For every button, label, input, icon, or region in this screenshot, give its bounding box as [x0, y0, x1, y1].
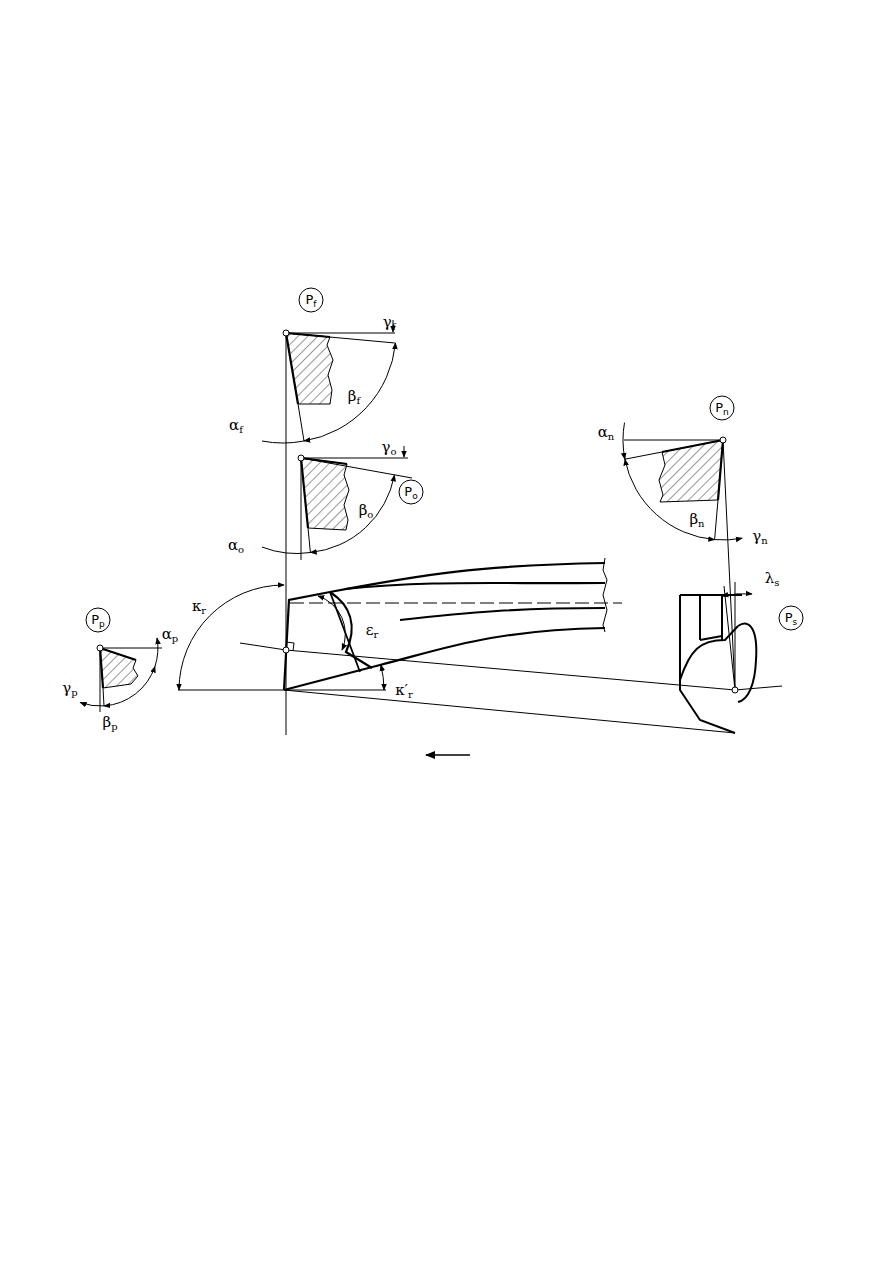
flank-line — [298, 404, 304, 441]
angle-symbol: αf — [229, 417, 243, 433]
angle-symbol: αn — [598, 424, 615, 440]
angle-symbol: βn — [689, 511, 704, 527]
section-po — [301, 458, 349, 530]
point-mark — [298, 455, 304, 461]
angle-symbol: γf — [383, 314, 396, 330]
plane-circle: Ps — [778, 605, 804, 631]
angle-symbol: βo — [359, 502, 374, 518]
section-pp — [100, 648, 138, 688]
point-mark — [720, 437, 726, 443]
rake-line — [625, 452, 662, 459]
plane-circle: Pf — [298, 287, 324, 313]
angle-symbol: βp — [102, 714, 117, 730]
shank-axis — [290, 603, 622, 604]
break-line — [603, 558, 607, 632]
plane-label: Pp — [91, 613, 105, 627]
angle-symbol: αp — [162, 626, 179, 642]
plane-label: Po — [404, 485, 417, 499]
point-mark — [732, 687, 738, 693]
chip-breaker — [330, 592, 360, 672]
section-pn — [659, 440, 723, 502]
angle-symbol: γo — [382, 439, 397, 455]
projection-line — [240, 643, 286, 650]
construction-lines — [80, 320, 782, 735]
tool-end-view — [680, 595, 756, 733]
point-mark — [283, 647, 289, 653]
angle-arc — [155, 638, 158, 666]
reference-line — [178, 690, 284, 691]
flank-line — [715, 500, 718, 540]
angle-symbol: γn — [752, 528, 767, 544]
angle-arc — [623, 423, 625, 460]
circle-border — [779, 606, 803, 630]
reference-line — [301, 458, 302, 560]
angle-arc — [262, 547, 310, 554]
tool-outline — [284, 628, 605, 690]
section-edges — [662, 440, 723, 500]
angle-arc — [381, 665, 384, 690]
tool-outline — [680, 595, 742, 733]
plane-label: Pf — [305, 293, 316, 307]
tool-outline — [700, 595, 722, 640]
angle-symbol: αo — [228, 537, 244, 553]
angle-arc — [262, 441, 304, 443]
angle-arc — [179, 585, 284, 690]
angle-arc — [715, 538, 743, 540]
angle-symbol: κ′r — [395, 682, 413, 698]
section-pf — [286, 333, 333, 404]
flank-line — [103, 688, 104, 706]
angle-arc — [80, 703, 104, 707]
plane-circle: Pp — [85, 607, 111, 633]
tool-plan-view — [284, 558, 607, 690]
reference-line — [624, 440, 723, 441]
angle-symbol: κr — [192, 598, 206, 614]
circle-border — [299, 288, 323, 312]
angle-symbol: γp — [62, 680, 77, 696]
plane-circle: Po — [398, 479, 424, 505]
plane-label: Pn — [715, 401, 729, 415]
angle-arrow — [404, 446, 405, 457]
angle-symbol: βf — [348, 388, 360, 404]
projection-line — [735, 686, 782, 690]
section-edges — [301, 458, 347, 528]
point-mark — [283, 330, 289, 336]
section-edges — [286, 333, 330, 404]
reference-line — [301, 458, 408, 459]
circle-border — [86, 608, 110, 632]
projection-line — [284, 690, 735, 733]
flank-line — [308, 528, 310, 553]
tool-outline — [284, 563, 605, 690]
rake-boundary — [345, 583, 605, 589]
plane-circle: Pn — [709, 395, 735, 421]
circle-border — [399, 480, 423, 504]
reference-line — [723, 440, 735, 690]
tool-outline — [680, 626, 738, 680]
reference-line — [284, 690, 386, 691]
plane-label: Ps — [785, 611, 798, 625]
chip-breaker — [738, 624, 756, 702]
angle-symbol: λs — [765, 570, 780, 586]
tool-sections — [100, 333, 723, 688]
feed-arrow — [426, 754, 470, 756]
rake-boundary — [400, 608, 605, 620]
reference-line — [286, 333, 395, 334]
reference-line — [735, 582, 736, 690]
point-mark — [97, 645, 103, 651]
angle-symbol: εr — [366, 622, 379, 638]
section-edges — [100, 648, 136, 688]
circle-border — [710, 396, 734, 420]
reference-line — [100, 648, 162, 649]
chip-breaker — [330, 592, 372, 668]
